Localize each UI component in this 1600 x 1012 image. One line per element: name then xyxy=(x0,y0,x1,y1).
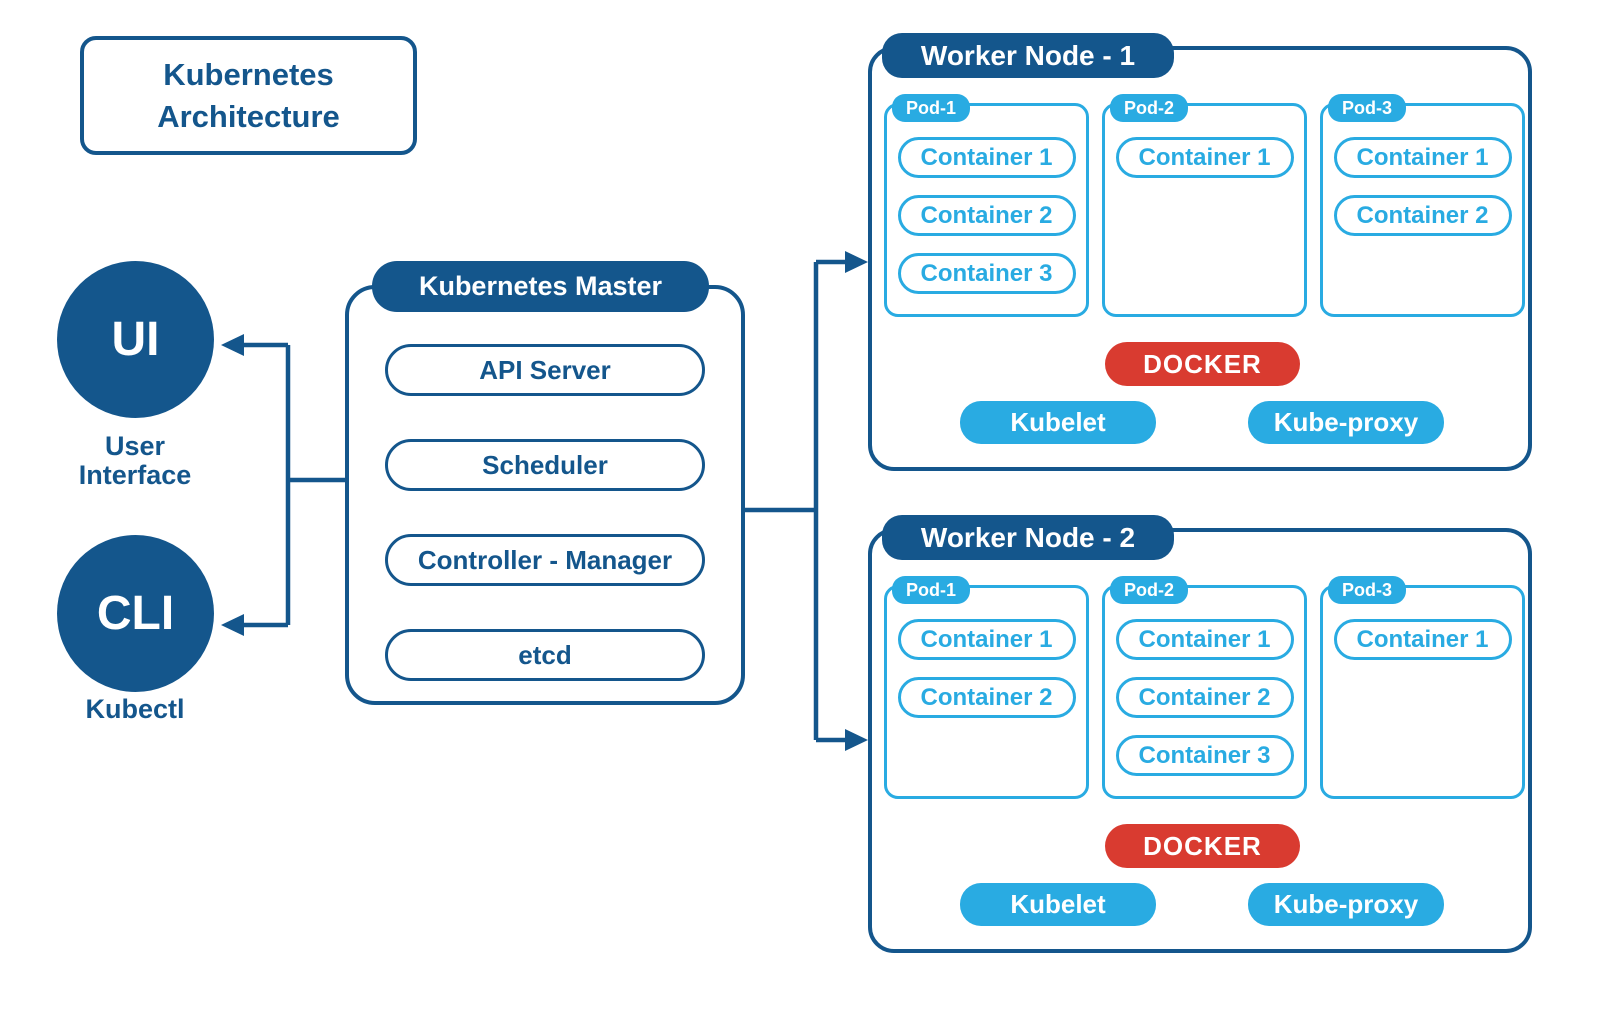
worker2-pod-1-label: Pod-1 xyxy=(892,576,970,604)
cli-client-circle: CLI xyxy=(57,535,214,692)
diagram-title: Kubernetes Architecture xyxy=(80,36,417,155)
arrow-to-cli-icon xyxy=(221,614,244,636)
container-pill: Container 1 xyxy=(897,137,1076,178)
worker1-pod-2: Pod-2 Container 1 xyxy=(1102,94,1307,317)
container-pill: Container 1 xyxy=(1115,619,1294,660)
container-pill: Container 1 xyxy=(1333,137,1512,178)
cli-client-label: Kubectl xyxy=(85,694,185,724)
controller-manager-component: Controller - Manager xyxy=(385,534,705,586)
container-pill: Container 3 xyxy=(897,253,1076,294)
scheduler-component: Scheduler xyxy=(385,439,705,491)
ui-client-circle: UI xyxy=(57,261,214,418)
worker-node-2-pods: Pod-1 Container 1 Container 2 Pod-2 Cont… xyxy=(884,576,1525,799)
container-pill: Container 1 xyxy=(897,619,1076,660)
worker1-pod-1: Pod-1 Container 1 Container 2 Container … xyxy=(884,94,1089,317)
arrow-to-worker2-icon xyxy=(845,729,868,751)
worker-node-2-header: Worker Node - 2 xyxy=(882,515,1174,560)
worker2-pod-2: Pod-2 Container 1 Container 2 Container … xyxy=(1102,576,1307,799)
container-pill: Container 2 xyxy=(1333,195,1512,236)
worker-node-1-pods: Pod-1 Container 1 Container 2 Container … xyxy=(884,94,1525,317)
worker2-pod-2-label: Pod-2 xyxy=(1110,576,1188,604)
worker2-docker-runtime-pill: DOCKER xyxy=(1105,824,1300,868)
worker2-kubelet-pill: Kubelet xyxy=(960,883,1156,926)
worker1-kubelet-pill: Kubelet xyxy=(960,401,1156,444)
kubernetes-master-header: Kubernetes Master xyxy=(372,261,709,312)
worker1-kube-proxy-pill: Kube-proxy xyxy=(1248,401,1444,444)
container-pill: Container 2 xyxy=(897,195,1076,236)
container-pill: Container 3 xyxy=(1115,735,1294,776)
ui-client-label: User Interface xyxy=(78,431,192,491)
worker2-pod-3-label: Pod-3 xyxy=(1328,576,1406,604)
worker1-pod-2-label: Pod-2 xyxy=(1110,94,1188,122)
worker1-pod-3-label: Pod-3 xyxy=(1328,94,1406,122)
arrow-to-ui-icon xyxy=(221,334,244,356)
arrow-to-worker1-icon xyxy=(845,251,868,273)
container-pill: Container 2 xyxy=(897,677,1076,718)
worker1-pod-1-label: Pod-1 xyxy=(892,94,970,122)
worker2-pod-3: Pod-3 Container 1 xyxy=(1320,576,1525,799)
container-pill: Container 1 xyxy=(1333,619,1512,660)
api-server-component: API Server xyxy=(385,344,705,396)
worker2-kube-proxy-pill: Kube-proxy xyxy=(1248,883,1444,926)
ui-client-abbr: UI xyxy=(111,313,160,366)
right-connector-lines xyxy=(745,251,868,751)
diagram-title-line2: Architecture xyxy=(157,98,340,134)
diagram-title-line1: Kubernetes xyxy=(163,56,334,92)
worker-node-2-box: Worker Node - 2 Pod-1 Container 1 Contai… xyxy=(868,515,1532,953)
worker-node-1-header: Worker Node - 1 xyxy=(882,33,1174,78)
cli-client-abbr: CLI xyxy=(96,587,175,640)
worker1-docker-runtime-pill: DOCKER xyxy=(1105,342,1300,386)
container-pill: Container 1 xyxy=(1115,137,1294,178)
etcd-component: etcd xyxy=(385,629,705,681)
worker-node-1-box: Worker Node - 1 Pod-1 Container 1 Contai… xyxy=(868,33,1532,471)
worker2-pod-1: Pod-1 Container 1 Container 2 xyxy=(884,576,1089,799)
worker1-pod-3: Pod-3 Container 1 Container 2 xyxy=(1320,94,1525,317)
container-pill: Container 2 xyxy=(1115,677,1294,718)
